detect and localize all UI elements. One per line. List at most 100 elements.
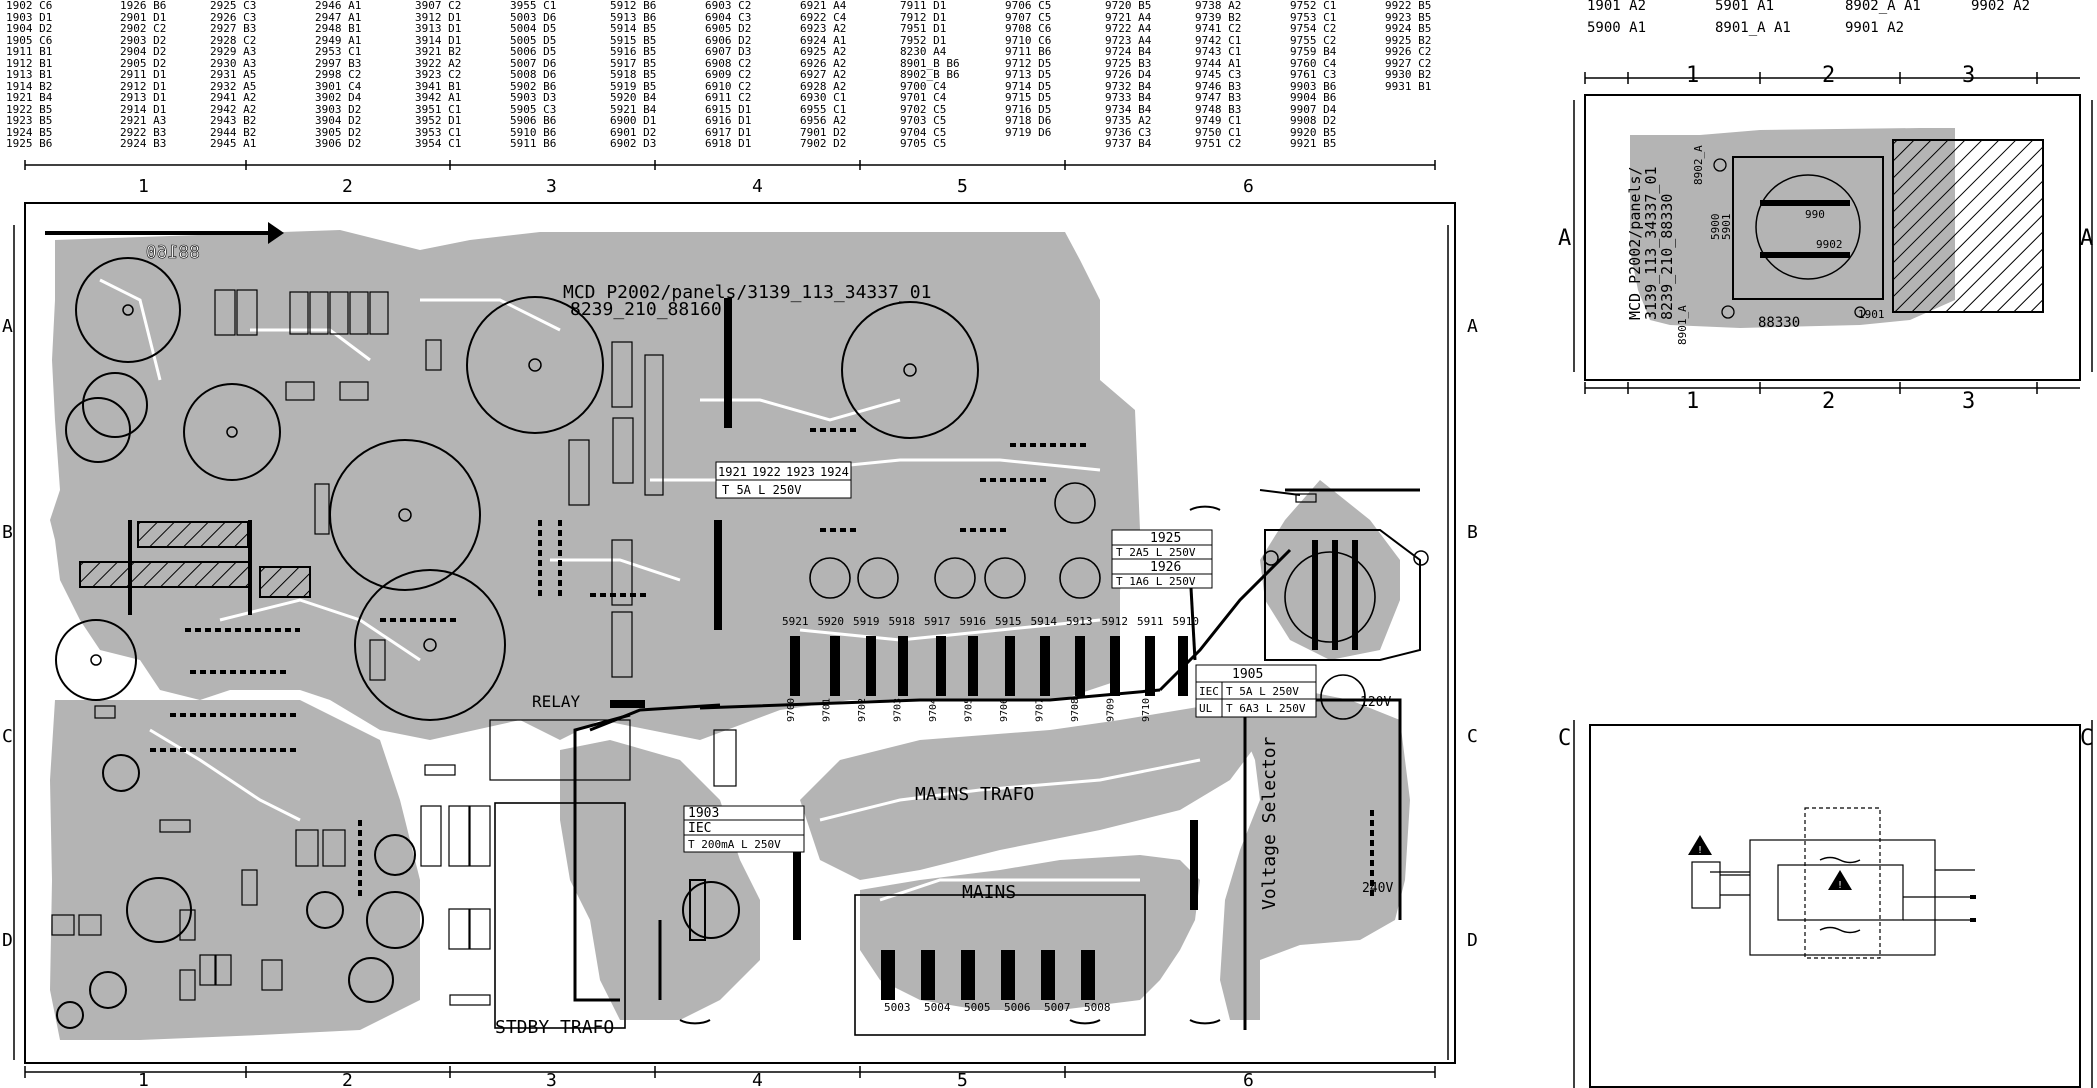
voltage-120-label: 120V: [1360, 695, 1391, 710]
jumper-label: 9706: [999, 698, 1010, 722]
reference-entry: 9741 C2: [1195, 22, 1242, 35]
reference-entry: 3954 C1: [415, 137, 462, 150]
capacitor-2947: [82, 372, 148, 438]
bottom-col-labels: 1 2 3 4 5 6: [138, 1070, 1254, 1088]
reference-entry: 9921 B5: [1290, 137, 1337, 150]
panel-top-outline: [1584, 94, 2081, 381]
panel-bottom-row-label: C: [1558, 726, 1571, 751]
reference-entry: 3951 C1: [415, 102, 462, 116]
fuse-1905-iec: IEC: [1199, 685, 1219, 698]
reference-entry: 9754 C2: [1290, 22, 1337, 35]
reference-entry: 6930 C1: [800, 91, 847, 104]
reference-entry: 9926 C2: [1385, 45, 1432, 58]
small-reference-entry: 9902 A2: [1971, 0, 2031, 14]
row-labels-right: A B C D: [1467, 316, 1478, 951]
small-reference-entry: 5900 A1: [1587, 20, 1647, 36]
capacitor-2949: [65, 397, 131, 463]
reference-entry: 9751 C2: [1195, 137, 1242, 150]
jumper-label: 9705: [964, 698, 975, 722]
pad-label: 5921: [782, 615, 809, 628]
board-title: MCD P2002/panels/3139_113_34337_01 8239_…: [563, 282, 931, 320]
fuse-1926-rating: T 1A6 L 250V: [1116, 575, 1196, 588]
reference-entry: 9908 D2: [1290, 114, 1337, 127]
svg-text:5901: 5901: [1720, 214, 1733, 241]
reference-entry: 2930 A3: [210, 56, 257, 70]
reference-entry: 1926 B6: [120, 0, 167, 12]
reference-entry: 2953 C1: [315, 45, 362, 58]
fuse-1903-box: 1903 IEC T 200mA L 250V: [683, 805, 805, 853]
reference-entry: 6956 A2: [800, 114, 847, 127]
voltage-selector-label: Voltage Selector: [1259, 736, 1280, 910]
reference-entry: 9703 C5: [900, 114, 947, 127]
reference-entry: 3903 D2: [315, 102, 362, 116]
fuse-1903-iec: IEC: [688, 821, 711, 836]
capacitor-2946: [75, 257, 181, 363]
reference-entry: 6923 A2: [800, 22, 847, 35]
direction-arrow-icon: [45, 222, 284, 244]
col-label: 1: [138, 176, 149, 197]
copper-areas: [50, 230, 1410, 1040]
reference-entry: 3914 D1: [415, 33, 462, 47]
fuse-1905-box: 1905 IEC T 5A L 250V UL T 6A3 L 250V: [1195, 664, 1317, 718]
reference-entry: 3901 C4: [315, 79, 362, 93]
fuse-1905-iec-rating: T 5A L 250V: [1226, 685, 1299, 698]
reference-entry: 7901 D2: [800, 125, 847, 139]
jumper-label: 9701: [822, 698, 833, 722]
board-outline: [24, 202, 1456, 1064]
pad-label: 5915: [995, 615, 1022, 628]
reference-entry: 9704 C5: [900, 125, 947, 139]
reference-entry: 9743 C1: [1195, 45, 1242, 58]
small-components: [51, 289, 1317, 1006]
jumper-label: 9702: [857, 698, 868, 722]
panel-bottom-ruler: [1573, 720, 2093, 1088]
reference-entry: 9710 C6: [1005, 33, 1052, 47]
reference-entry: 9715 D5: [1005, 91, 1052, 104]
pad-label: 5917: [924, 615, 951, 628]
jumper-label: 9707: [1035, 698, 1046, 722]
row-label: A: [2, 316, 13, 337]
reference-entry: 2913 D1: [120, 91, 167, 104]
fuse-holders: [809, 482, 1366, 720]
capacitor-2928: [354, 569, 506, 721]
reference-entry: 9706 C5: [1005, 0, 1052, 12]
reference-entry: 3953 C1: [415, 125, 462, 139]
reference-entry: 6921 A4: [800, 0, 847, 12]
small-reference-entry: 5901 A1: [1715, 0, 1775, 14]
reference-entry: 9761 C3: [1290, 68, 1337, 81]
reference-entry: 2941 A2: [210, 91, 257, 104]
warning-icon: ! !: [1688, 835, 1852, 891]
reference-entry: 9733 B4: [1105, 91, 1152, 104]
pad-rows: [610, 298, 1358, 1000]
panel-top-row-label: A: [1558, 226, 1571, 251]
reference-entry: 9760 C4: [1290, 56, 1337, 70]
panel-top-col-labels: 1 2 3 1 2 3: [1686, 63, 1975, 414]
reference-entry: 2924 B3: [120, 137, 167, 150]
reference-entry: 2949 A1: [315, 33, 362, 47]
panel-bottom-outline: [1589, 724, 2081, 1088]
reference-entry: 2901 D1: [120, 10, 167, 24]
fuse-1921-rating: T 5A L 250V: [722, 483, 801, 497]
reference-entry: 1913 B1: [6, 68, 53, 81]
reference-entry: 5004 D5: [510, 22, 557, 35]
reference-entry: 9720 B5: [1105, 0, 1152, 12]
trafo-pin-label: 5005: [964, 1001, 991, 1014]
reference-entry: 1902 C6: [6, 0, 53, 12]
reference-entry: 9734 B4: [1105, 102, 1152, 116]
reference-entry: 5910 B6: [510, 125, 557, 139]
reference-entry: 3952 D1: [415, 114, 462, 127]
reference-entry: 3941 B1: [415, 79, 462, 93]
reference-entry: 1914 B2: [6, 79, 53, 93]
reference-entry: 9749 C1: [1195, 114, 1242, 127]
reference-entry: 2921 A3: [120, 114, 167, 127]
reference-entry: 9736 C3: [1105, 125, 1152, 139]
reference-entry: 3921 B2: [415, 45, 462, 58]
reference-entry: 6901 D2: [610, 125, 657, 139]
reference-entry: 5913 B6: [610, 10, 657, 24]
reference-entry: 9930 B2: [1385, 68, 1432, 81]
